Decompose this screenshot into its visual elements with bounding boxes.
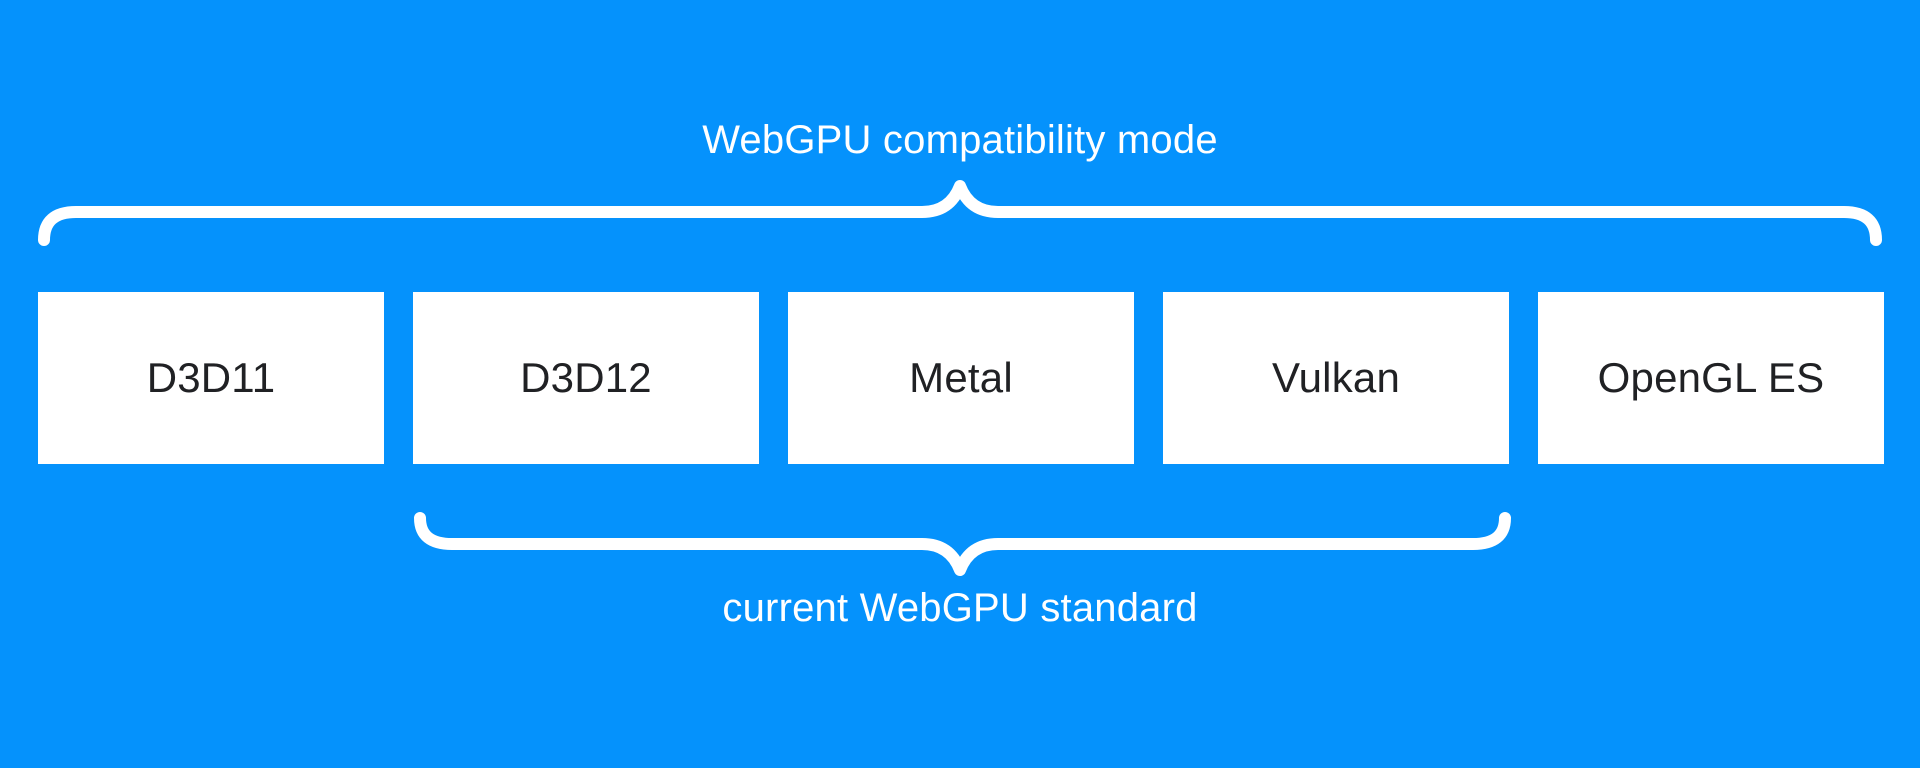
api-box-label: OpenGL ES (1597, 354, 1825, 401)
top-brace-icon (38, 180, 1882, 246)
api-boxes-row: D3D11 D3D12 Metal Vulkan OpenGL ES (38, 292, 1884, 464)
diagram-bottom-label: current WebGPU standard (722, 586, 1198, 630)
api-box-vulkan: Vulkan (1163, 292, 1509, 464)
api-box-label: Vulkan (1271, 354, 1401, 401)
api-box-metal: Metal (788, 292, 1134, 464)
diagram-title: WebGPU compatibility mode (702, 118, 1218, 162)
api-box-d3d12: D3D12 (413, 292, 759, 464)
api-box-opengl-es: OpenGL ES (1538, 292, 1884, 464)
api-box-label: D3D12 (520, 354, 652, 401)
api-box-label: Metal (909, 354, 1013, 401)
api-box-d3d11: D3D11 (38, 292, 384, 464)
api-box-label: D3D11 (146, 354, 276, 401)
bottom-brace-icon (414, 512, 1511, 576)
